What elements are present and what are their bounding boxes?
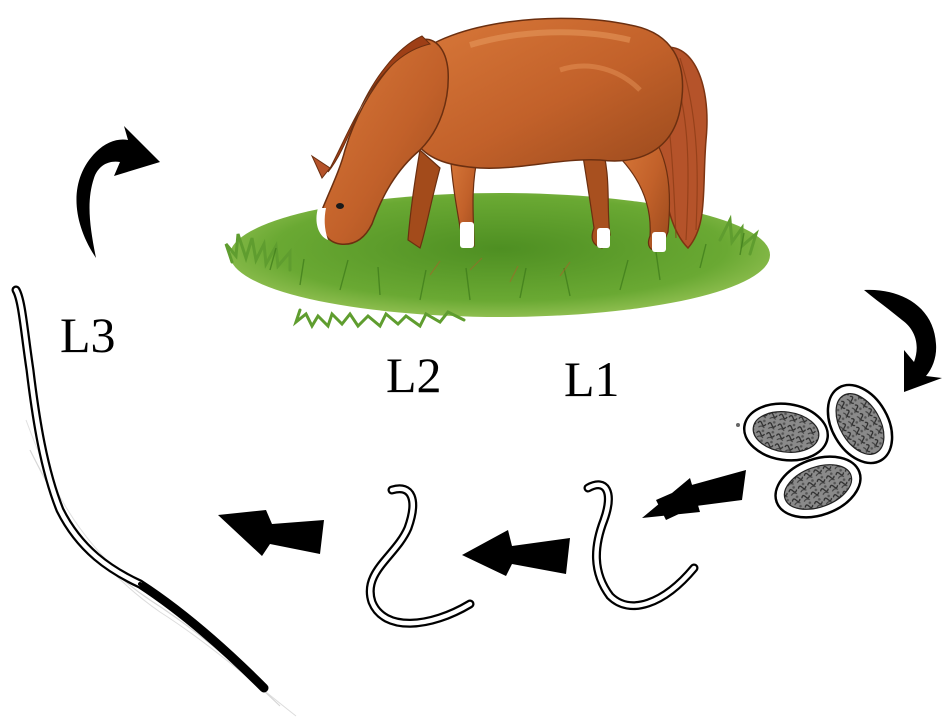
arrow-l1-to-l2-icon (462, 530, 570, 576)
grazing-horse-illustration (226, 18, 770, 326)
arrow-eggs-to-l1-icon (642, 470, 746, 520)
larva-l3 (16, 290, 296, 716)
curved-arrow-from-horse-icon (864, 290, 942, 392)
stage-label-l3: L3 (60, 307, 116, 363)
egg (741, 398, 832, 465)
curved-arrow-to-horse-icon (76, 126, 160, 258)
stage-label-l2: L2 (386, 347, 442, 403)
larva-l2 (370, 489, 470, 624)
parasite-eggs (736, 374, 905, 529)
horse-ear (312, 156, 330, 178)
stage-label-l1: L1 (564, 351, 620, 407)
arrow-l2-to-l3-icon (218, 510, 324, 556)
horse-eye (336, 203, 344, 209)
